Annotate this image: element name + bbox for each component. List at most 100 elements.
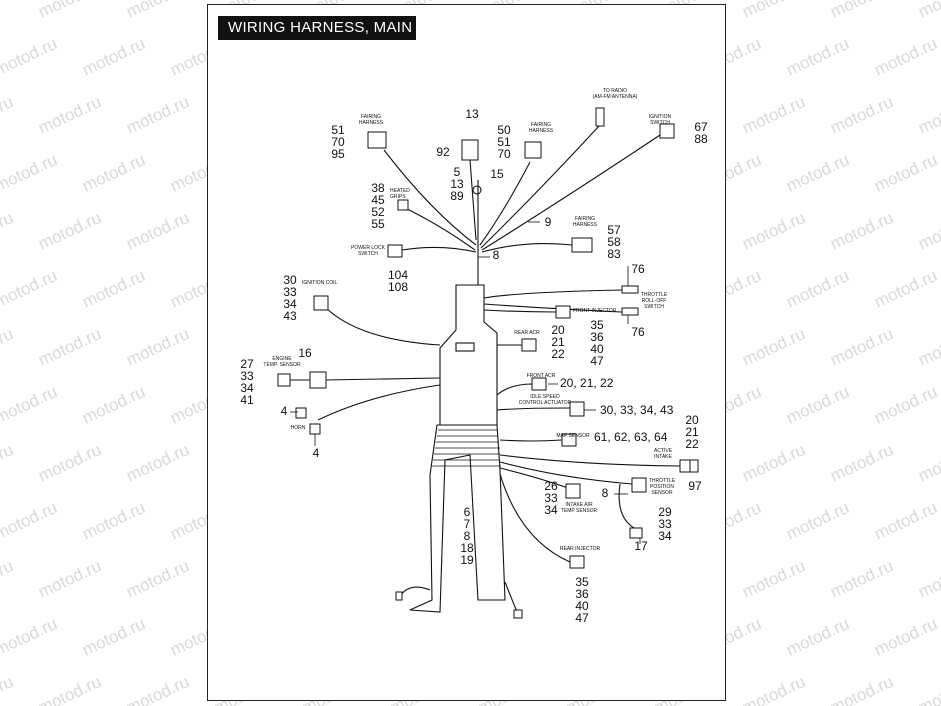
wire-rear-injector bbox=[499, 473, 571, 563]
label-line: FAIRING bbox=[575, 216, 595, 222]
callout-c-97: 97 bbox=[688, 479, 702, 493]
connector-front-acr bbox=[531, 377, 547, 391]
callout-number: 8 bbox=[602, 486, 609, 500]
label-line: (AM-FM ANTENNA) bbox=[593, 94, 638, 100]
callout-number: 35 bbox=[575, 575, 589, 589]
label-line: POSITION bbox=[650, 484, 674, 490]
callout-number: 33 bbox=[240, 369, 254, 383]
connector-left-end bbox=[395, 591, 403, 601]
callout-number: 108 bbox=[388, 280, 408, 294]
callout-number: 8 bbox=[493, 248, 500, 262]
callout-number: 40 bbox=[575, 599, 589, 613]
connector-iat bbox=[565, 483, 581, 499]
label-line: FAIRING bbox=[531, 122, 551, 128]
label-line: TEMP SENSOR bbox=[561, 508, 598, 514]
connector-engine-temp bbox=[277, 373, 291, 387]
callout-c-4-top: 4 bbox=[281, 404, 288, 418]
callout-number: 34 bbox=[658, 529, 672, 543]
wire-front-injector bbox=[483, 309, 557, 313]
wire-iat bbox=[499, 467, 569, 489]
label-line: SWITCH bbox=[644, 304, 664, 310]
harness-body bbox=[409, 424, 506, 613]
connectors bbox=[277, 107, 699, 619]
connector-throttle-2 bbox=[621, 307, 639, 316]
callout-number: 61, 62, 63, 64 bbox=[594, 430, 668, 444]
callout-number: 70 bbox=[331, 135, 345, 149]
callout-number: 38 bbox=[371, 181, 385, 195]
label-front-acr: FRONT ACR bbox=[527, 373, 556, 379]
callout-number: 20 bbox=[551, 323, 565, 337]
callout-number: 6 bbox=[464, 505, 471, 519]
callout-number: 55 bbox=[371, 217, 385, 231]
callout-number: 21 bbox=[685, 425, 699, 439]
wire-active-intake bbox=[499, 454, 681, 467]
label-line: ROLL-OFF bbox=[642, 298, 667, 304]
label-line: HARNESS bbox=[359, 120, 384, 126]
callout-c-16: 16 bbox=[298, 346, 312, 360]
callout-number: 52 bbox=[371, 205, 385, 219]
callout-number: 43 bbox=[283, 309, 297, 323]
connector-front-injector bbox=[555, 305, 571, 319]
label-line: IGNITION COIL bbox=[302, 280, 338, 286]
callout-number: 26 bbox=[544, 479, 558, 493]
connector-engine-temp-sensor bbox=[309, 371, 327, 389]
connector-module bbox=[461, 139, 479, 161]
callout-number: 20 bbox=[685, 413, 699, 427]
callout-number: 92 bbox=[436, 145, 450, 159]
callout-number: 30, 33, 34, 43 bbox=[600, 403, 674, 417]
callout-number: 83 bbox=[607, 247, 621, 261]
callout-c-map: 61, 62, 63, 64 bbox=[594, 430, 668, 444]
label-line: SWITCH bbox=[358, 251, 378, 257]
callout-number: 15 bbox=[490, 167, 504, 181]
label-map-sensor: MAP SENSOR bbox=[556, 433, 590, 439]
callout-c-4-bottom: 4 bbox=[313, 446, 320, 460]
page-title: WIRING HARNESS, MAIN bbox=[218, 16, 416, 40]
callout-number: 40 bbox=[590, 342, 604, 356]
callout-number: 104 bbox=[388, 268, 408, 282]
label-to-radio: TO RADIO(AM-FM ANTENNA) bbox=[593, 88, 638, 100]
label-line: HORN bbox=[291, 425, 306, 431]
callout-number: 89 bbox=[450, 189, 464, 203]
wire-ignition-coil bbox=[325, 307, 441, 346]
callout-number: 97 bbox=[688, 479, 702, 493]
label-line: POWER LOCK bbox=[351, 245, 386, 251]
label-line: CONTROL ACTUATOR bbox=[519, 400, 572, 406]
callout-c-idle-speed: 30, 33, 34, 43 bbox=[600, 403, 674, 417]
watermark-text: motod.ru bbox=[915, 0, 941, 22]
connector-horn-1 bbox=[295, 407, 307, 419]
label-line: ENGINE bbox=[272, 356, 292, 362]
wire-left-fairing bbox=[383, 149, 477, 246]
grommet bbox=[472, 185, 482, 195]
connector-right-fairing bbox=[571, 237, 593, 253]
callout-number: 51 bbox=[331, 123, 345, 137]
connector-idle bbox=[569, 401, 585, 417]
callout-c-8-top: 8 bbox=[493, 248, 500, 262]
label-line: SWITCH bbox=[650, 120, 670, 126]
connector-tps bbox=[631, 477, 647, 493]
label-line: INTAKE bbox=[654, 454, 672, 460]
wire-radio bbox=[480, 124, 601, 249]
connector-throttle-1 bbox=[621, 285, 639, 294]
label-line: REAR INJECTOR bbox=[560, 546, 601, 552]
callout-number: 36 bbox=[590, 330, 604, 344]
callout-number: 4 bbox=[281, 404, 288, 418]
callout-number: 20, 21, 22 bbox=[560, 376, 614, 390]
wire-heated-grips bbox=[404, 207, 476, 251]
callout-number: 50 bbox=[497, 123, 511, 137]
tube-tab bbox=[455, 342, 475, 352]
wire-engine-temp bbox=[324, 377, 441, 381]
callout-number: 13 bbox=[450, 177, 464, 191]
callout-number: 47 bbox=[575, 611, 589, 625]
